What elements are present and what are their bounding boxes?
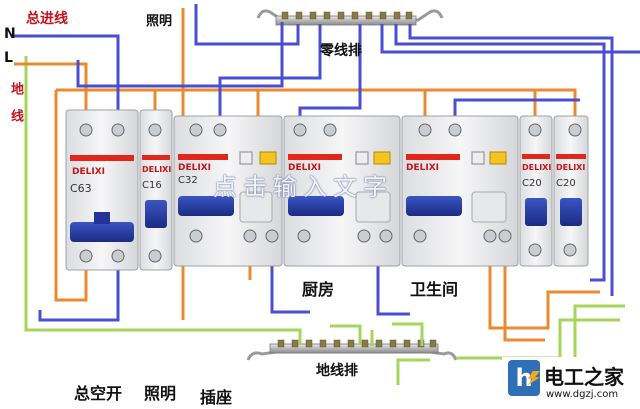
breaker-c20-a[interactable]: DELIXI C20	[519, 115, 553, 267]
label-neutral-letter: N	[4, 26, 16, 42]
neutral-bar	[256, 9, 444, 26]
breaker-brand: DELIXI	[406, 163, 439, 173]
breaker-brand: DELIXI	[522, 163, 551, 172]
breaker-brand: DELIXI	[556, 163, 585, 172]
breaker-c20-b[interactable]: DELIXI C20	[553, 115, 589, 267]
breaker-rating: C20	[522, 178, 542, 189]
label-kitchen: 厨房	[302, 280, 335, 299]
breaker-rcd-middle[interactable]: DELIXI	[283, 115, 401, 267]
logo-mark-icon: h	[508, 360, 540, 396]
breaker-rating: C63	[70, 182, 92, 195]
ground-bar	[246, 339, 458, 361]
breaker-c32-kitchen[interactable]: DELIXI C32	[173, 115, 283, 267]
live-wires	[14, 8, 600, 342]
label-main-switch: 总空开	[74, 384, 123, 403]
breaker-c16[interactable]: DELIXI C16	[139, 109, 173, 271]
label-socket: 插座	[200, 388, 233, 407]
neutral-wires	[14, 4, 640, 322]
logo-name: 电工之家	[544, 365, 624, 389]
breaker-brand: DELIXI	[288, 163, 321, 173]
breaker-brand: DELIXI	[142, 165, 171, 174]
label-bathroom: 卫生间	[410, 280, 459, 299]
label-lighting-top: 照明	[146, 14, 173, 29]
breaker-rating: C16	[142, 180, 162, 191]
breaker-main-c63[interactable]: DELIXI C63	[65, 109, 139, 271]
site-logo: h 电工之家 www.dgzj.com	[502, 357, 638, 407]
breaker-brand: DELIXI	[72, 167, 105, 177]
breaker-rating: C32	[178, 175, 198, 186]
breaker-brand: DELIXI	[178, 163, 211, 173]
label-neutral-bar: 零线排	[320, 43, 362, 59]
label-main-incoming: 总进线	[26, 11, 68, 27]
breaker-rcd-bathroom[interactable]: DELIXI	[401, 115, 519, 267]
label-ground-side: 地线	[8, 82, 23, 136]
label-ground-bar: 地线排	[316, 363, 358, 379]
label-live-letter: L	[4, 50, 13, 66]
label-lighting-bottom: 照明	[144, 384, 177, 403]
breaker-rating: C20	[556, 178, 576, 189]
watermark-text: 点击输入文字	[213, 173, 393, 201]
logo-url: www.dgzj.com	[546, 389, 619, 400]
